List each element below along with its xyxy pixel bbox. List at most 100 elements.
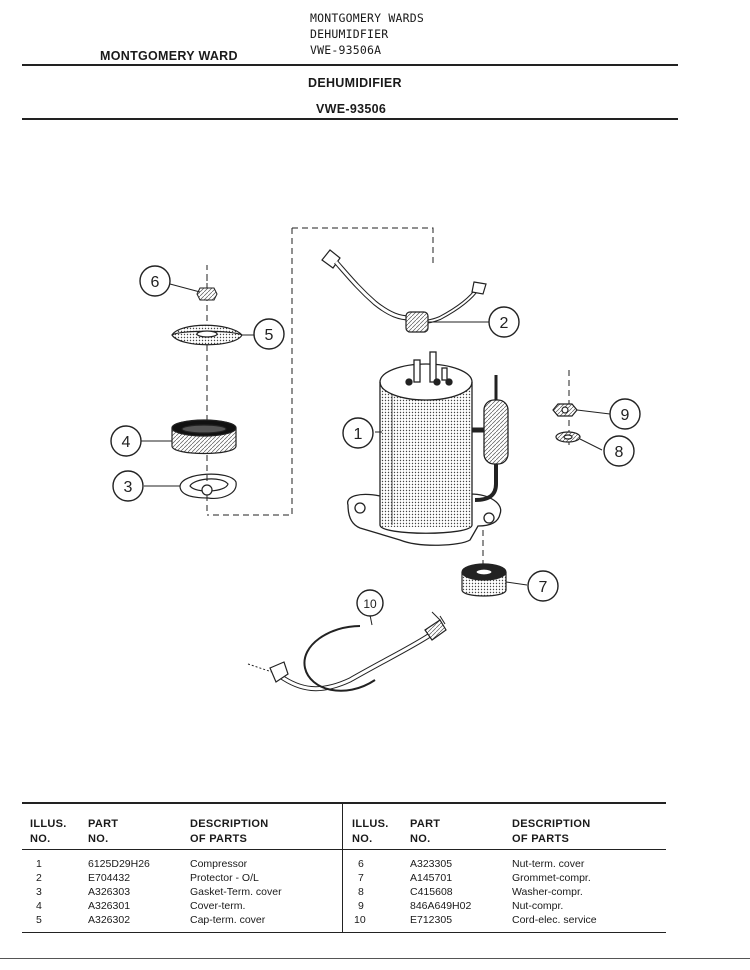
callout-6-label: 6 [151, 274, 160, 291]
illus-number: 1 [36, 858, 42, 870]
callout-10: 10 [356, 589, 384, 617]
header-rule-bottom [22, 118, 678, 120]
callout-6: 6 [139, 265, 171, 297]
callout-5: 5 [253, 318, 285, 350]
part-number: A323305 [410, 858, 453, 870]
col-header-illus-right: ILLUS. NO. [352, 817, 389, 847]
compressor-washer [555, 431, 581, 443]
col-header-desc-left: DESCRIPTION OF PARTS [190, 817, 268, 847]
typed-header-line-2: DEHUMIDFIER [310, 27, 389, 41]
page-bottom-rule [0, 958, 750, 959]
table-row: 6 A323305 Nut-term. cover [342, 857, 708, 871]
part-number: A145701 [410, 872, 453, 884]
part-number: E712305 [410, 914, 453, 926]
table-row: 9 846A649H02 Nut-compr. [342, 899, 708, 913]
table-row: 4 A326301 Cover-term. [0, 899, 342, 913]
table-row: 3 A326303 Gasket-Term. cover [0, 885, 342, 899]
part-description: Cover-term. [190, 900, 246, 912]
part-description: Cap-term. cover [190, 914, 266, 926]
illus-number: 2 [36, 872, 42, 884]
table-rule-bottom [22, 932, 666, 933]
part-description: Compressor [190, 858, 248, 870]
col-header-desc-line1: DESCRIPTION [512, 818, 591, 830]
col-header-desc-line1: DESCRIPTION [190, 818, 269, 830]
table-row: 7 A145701 Grommet-compr. [342, 871, 708, 885]
compressor-grommet [461, 563, 507, 597]
part-description: Cord-elec. service [512, 914, 597, 926]
terminal-cover-cap [171, 324, 243, 346]
terminal-cover [171, 419, 237, 455]
callout-7-label: 7 [539, 579, 548, 596]
part-number: A326302 [88, 914, 131, 926]
part-description: Nut-compr. [512, 900, 564, 912]
col-header-part-right: PART NO. [410, 817, 440, 847]
callout-4-label: 4 [122, 434, 131, 451]
table-row: 5 A326302 Cap-term. cover [0, 913, 342, 927]
callout-5-label: 5 [265, 327, 274, 344]
part-description: Protector - O/L [190, 872, 259, 884]
callout-2: 2 [488, 306, 520, 338]
table-row: 8 C415608 Washer-compr. [342, 885, 708, 899]
callout-1: 1 [342, 417, 374, 449]
protector-wire-harness [321, 249, 487, 333]
terminal-cover-nut [196, 265, 218, 301]
callout-3: 3 [112, 470, 144, 502]
callout-10-label: 10 [363, 597, 377, 611]
callout-8-label: 8 [615, 444, 624, 461]
col-header-desc-line2: OF PARTS [512, 833, 570, 845]
callout-9: 9 [609, 398, 641, 430]
table-row: 1 6125D29H26 Compressor [0, 857, 342, 871]
col-header-illus-line1: ILLUS. [30, 818, 67, 830]
terminal-cover-gasket [179, 473, 237, 499]
illus-number: 9 [358, 900, 364, 912]
table-column-divider [342, 804, 343, 932]
col-header-part-line1: PART [410, 818, 441, 830]
illus-number: 5 [36, 914, 42, 926]
col-header-desc-right: DESCRIPTION OF PARTS [512, 817, 590, 847]
header-rule-top [22, 64, 678, 66]
page-title: DEHUMIDIFIER [308, 76, 402, 90]
compressor-body [347, 351, 509, 546]
illus-number: 3 [36, 886, 42, 898]
typed-header-line-1: MONTGOMERY WARDS [310, 11, 424, 25]
table-row: 10 E712305 Cord-elec. service [342, 913, 708, 927]
illus-number: 7 [358, 872, 364, 884]
part-description: Nut-term. cover [512, 858, 585, 870]
illus-number: 6 [358, 858, 364, 870]
part-number: 846A649H02 [410, 900, 472, 912]
col-header-illus-line1: ILLUS. [352, 818, 389, 830]
parts-list-left: 1 6125D29H26 Compressor 2 E704432 Protec… [0, 857, 342, 927]
table-rule-top [22, 802, 666, 804]
col-header-illus-left: ILLUS. NO. [30, 817, 67, 847]
part-number: A326301 [88, 900, 131, 912]
col-header-part-left: PART NO. [88, 817, 118, 847]
part-description: Gasket-Term. cover [190, 886, 282, 898]
col-header-illus-line2: NO. [30, 833, 51, 845]
model-number: VWE-93506 [316, 102, 387, 116]
exploded-parts-diagram: 6 5 2 1 4 3 9 8 7 10 [110, 227, 641, 692]
callout-4: 4 [110, 425, 142, 457]
col-header-desc-line2: OF PARTS [190, 833, 248, 845]
service-cord [247, 611, 447, 692]
table-header-rule [22, 849, 666, 850]
col-header-illus-line2: NO. [352, 833, 373, 845]
callout-7: 7 [527, 570, 559, 602]
illus-number: 8 [358, 886, 364, 898]
callout-2-label: 2 [500, 315, 509, 332]
parts-list-right: 6 A323305 Nut-term. cover 7 A145701 Grom… [342, 857, 708, 927]
col-header-part-line2: NO. [410, 833, 431, 845]
typed-header: MONTGOMERY WARDS DEHUMIDFIER VWE-93506A [310, 10, 424, 58]
illus-number: 4 [36, 900, 42, 912]
part-number: 6125D29H26 [88, 858, 150, 870]
illus-number: 10 [354, 914, 366, 926]
col-header-part-line1: PART [88, 818, 119, 830]
callout-1-label: 1 [354, 426, 363, 443]
callout-9-label: 9 [621, 407, 630, 424]
col-header-part-line2: NO. [88, 833, 109, 845]
brand-name: MONTGOMERY WARD [100, 49, 238, 63]
typed-header-line-3: VWE-93506A [310, 43, 382, 57]
part-description: Grommet-compr. [512, 872, 591, 884]
callout-8: 8 [603, 435, 635, 467]
compressor-nut [552, 403, 578, 417]
part-number: C415608 [410, 886, 453, 898]
